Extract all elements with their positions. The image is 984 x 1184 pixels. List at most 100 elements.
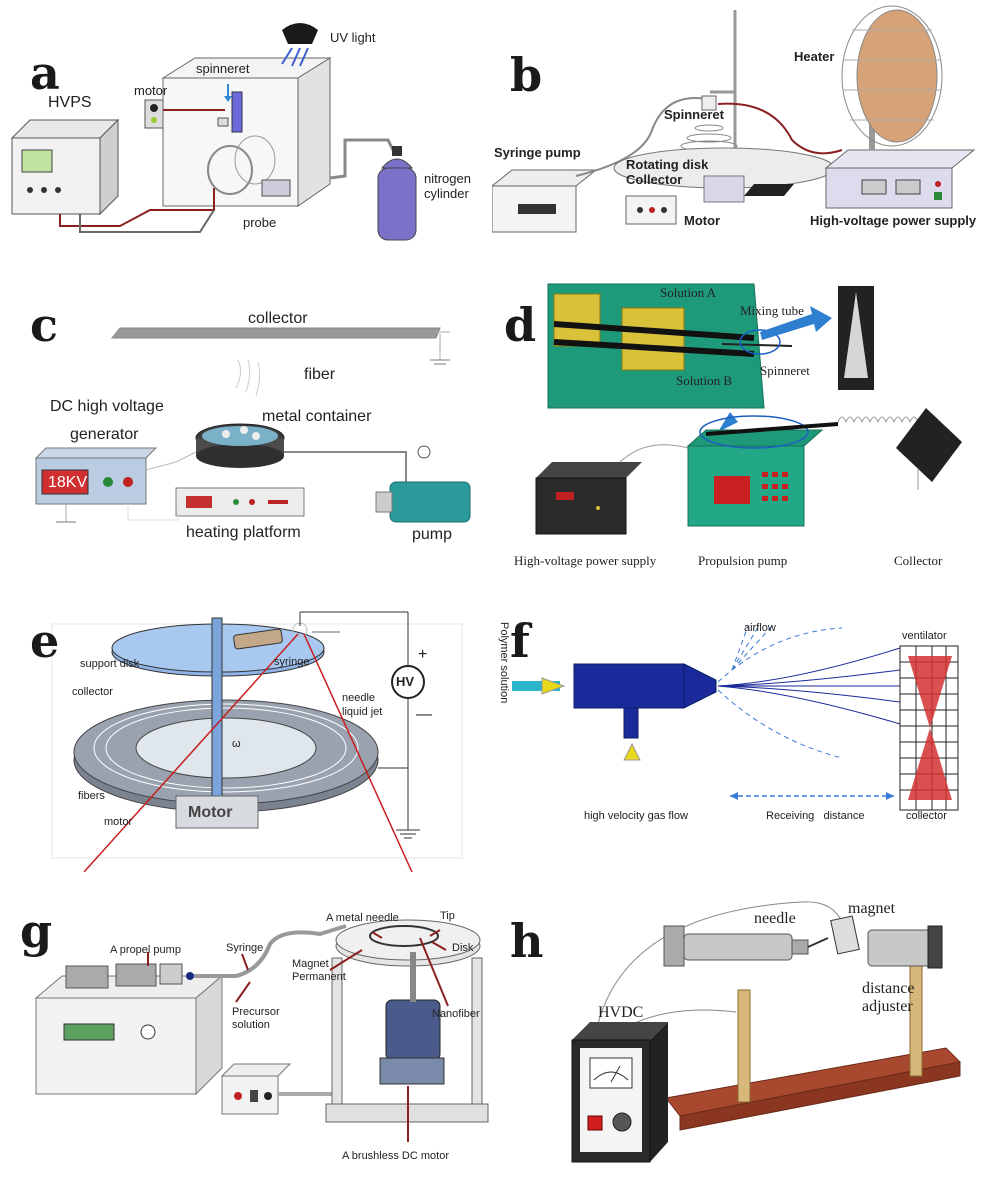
label-spinneret: spinneret — [196, 61, 250, 76]
label-minus: — — [416, 706, 432, 723]
hv-supply-box — [535, 477, 627, 535]
arrow-to-cone — [760, 306, 832, 340]
panel-c: c collector fiber DC high voltage genera… — [0, 262, 492, 582]
label-rotating-disk-collector: Rotating disk Collector — [626, 157, 709, 187]
label-magnet-permanent: Magnet Permanent — [292, 958, 346, 983]
panel-f-drawing — [512, 623, 959, 811]
pump-cylinder — [389, 481, 471, 523]
motor-box-label: Motor — [188, 804, 233, 821]
label-nitrogen-cylinder: nitrogen cylinder — [424, 171, 471, 201]
hvps-box — [11, 137, 101, 215]
panel-g: g A propel pump A metal needle Tip Syrin… — [0, 872, 492, 1184]
polymer-inlet — [512, 681, 560, 691]
label-generator: generator — [70, 426, 139, 443]
label-solution-a: Solution A — [660, 285, 716, 300]
panel-letter-a: a — [30, 46, 60, 100]
drum-collector — [207, 145, 253, 195]
label-support-disk: support disk — [80, 658, 140, 670]
nozzle-body — [573, 663, 685, 709]
panel-letter-g: g — [20, 904, 53, 958]
label-tip: Tip — [440, 910, 455, 922]
label-polymer-solution: Polymer solution — [498, 622, 510, 704]
label-propulsion-pump: Propulsion pump — [698, 553, 788, 568]
label-plus: + — [418, 646, 428, 663]
panel-e-drawing — [51, 611, 463, 872]
label-metal-container: metal container — [262, 408, 372, 425]
hv-power-supply — [825, 167, 953, 209]
label-syringe-pump: Syringe pump — [494, 145, 581, 160]
panel-d-drawing — [535, 283, 962, 535]
syringe — [233, 628, 283, 650]
magnet-block — [830, 915, 860, 955]
label-high-velocity-gas-flow: high velocity gas flow — [584, 810, 688, 822]
uv-lamp — [282, 23, 318, 44]
label-spinneret: Spinneret — [760, 363, 810, 378]
label-metal-needle: A metal needle — [326, 912, 399, 924]
label-propel-pump: A propel pump — [110, 944, 181, 956]
label-motor: Motor — [684, 213, 721, 228]
panel-f: f Polymer solution airflow ventilator hi… — [492, 582, 984, 872]
panel-letter-d: d — [504, 298, 537, 352]
label-heater: Heater — [794, 49, 835, 64]
label-solution-b: Solution B — [676, 373, 732, 388]
label-fiber: fiber — [304, 366, 336, 383]
display-18kv: 18KV — [48, 474, 88, 491]
panel-letter-c: c — [30, 298, 59, 352]
nitrogen-cylinder — [377, 167, 417, 241]
label-receiving-distance: Receiving distance — [766, 810, 865, 822]
label-brushless-dc-motor: A brushless DC motor — [342, 1150, 449, 1162]
panel-h-drawing — [571, 901, 962, 1163]
panel-d: d Solution A Mixing tube Solution B Spin… — [492, 262, 984, 582]
label-collector: Collector — [894, 553, 943, 568]
collector-plate — [110, 327, 441, 339]
label-high-voltage-power-supply: High-voltage power supply — [514, 553, 657, 568]
label-collector: collector — [72, 686, 113, 698]
label-motor: motor — [134, 83, 168, 98]
syringe-body — [683, 933, 793, 961]
spinneret-plate — [231, 91, 243, 133]
label-syringe: syringe — [274, 656, 310, 668]
hv-symbol-text: HV — [396, 674, 415, 689]
panel-e: e support disk syringe collector needle … — [0, 582, 492, 872]
label-needle: needle — [342, 692, 376, 704]
label-airflow: airflow — [744, 622, 776, 634]
label-collector: collector — [906, 810, 947, 822]
label-motor: motor — [104, 816, 133, 828]
label-probe: probe — [243, 215, 277, 230]
label-pump: pump — [412, 526, 453, 543]
panel-letter-h: h — [510, 914, 544, 968]
motor-box — [175, 795, 259, 829]
collector-plate — [896, 408, 962, 482]
propel-pump-body — [35, 997, 197, 1095]
label-precursor-solution: Precursor solution — [232, 1006, 280, 1031]
label-disk: Disk — [452, 942, 474, 954]
panel-a-drawing — [10, 23, 417, 241]
label-hvdc: HVDC — [598, 1004, 644, 1021]
label-ventilator: ventilator — [902, 630, 947, 642]
label-dc-high-voltage: DC high voltage — [50, 398, 164, 415]
label-fibers: fibers — [78, 790, 105, 802]
label-spinneret: Spinneret — [664, 107, 724, 122]
label-heating-platform: heating platform — [186, 524, 301, 541]
panel-g-drawing — [34, 919, 489, 1142]
label-distance-adjuster: distance adjuster — [862, 980, 915, 1016]
label-hvps: HVPS — [48, 94, 92, 111]
panel-letter-e: e — [30, 614, 60, 668]
label-liquid-jet: liquid jet — [342, 706, 383, 718]
label-magnet: magnet — [848, 900, 896, 917]
panel-a: a HVPS motor spinneret UV light nitrogen… — [0, 0, 492, 262]
label-uv-light: UV light — [330, 30, 376, 45]
label-mixing-tube: Mixing tube — [740, 303, 804, 318]
panel-h: h needle magnet HVDC distance adjuster — [492, 872, 984, 1184]
panel-c-drawing — [34, 327, 471, 523]
label-nanofiber: Nanofiber — [432, 1008, 480, 1020]
label-high-voltage-power-supply: High-voltage power supply — [810, 213, 977, 228]
label-collector: collector — [248, 310, 308, 327]
panel-b-drawing — [492, 5, 976, 233]
label-syringe: Syringe — [226, 942, 264, 954]
heater-dish — [856, 9, 938, 143]
label-needle: needle — [754, 910, 796, 927]
panel-letter-b: b — [510, 48, 543, 102]
panel-letter-f: f — [510, 614, 530, 668]
distance-adjuster — [867, 929, 933, 967]
